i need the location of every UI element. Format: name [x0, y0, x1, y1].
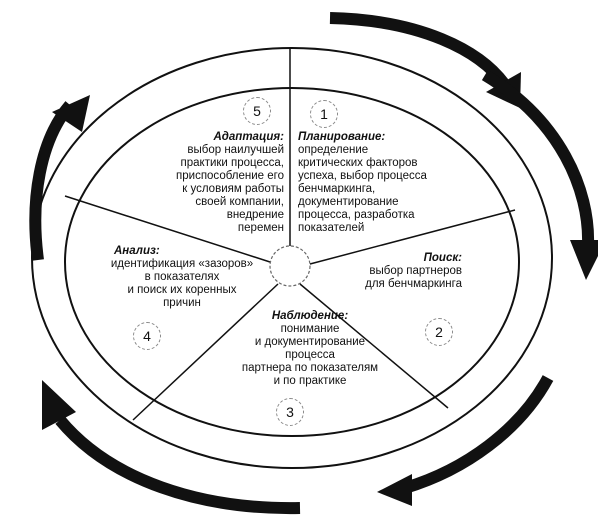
stage-observation-title: Наблюдение:: [271, 310, 349, 322]
spoke-right: [309, 209, 516, 265]
stage-analysis-title: Анализ:: [114, 245, 160, 257]
stage-adaptation-number: 5: [243, 97, 271, 125]
stage-adaptation-body: выбор наилучшей практики процесса, присп…: [176, 144, 284, 234]
stage-analysis-body: идентификация «зазоров» в показателях и …: [110, 258, 254, 309]
cycle-arrow-left: [29, 95, 90, 261]
stage-search-title: Поиск:: [423, 252, 462, 264]
cycle-arrow-bottom: [42, 380, 301, 515]
spoke-left: [64, 195, 271, 263]
cycle-arrow-right: [481, 69, 598, 280]
center-hub: [269, 245, 311, 287]
spoke-lower-right: [299, 283, 449, 409]
stage-adaptation-text: Адаптация: выбор наилучшей практики проц…: [148, 131, 284, 235]
stage-planning-text: Планирование: определение критических фа…: [298, 131, 468, 235]
stage-search-number: 2: [425, 318, 453, 346]
stage-planning-number: 1: [310, 100, 338, 128]
stage-analysis-text: Анализ: идентификация «зазоров» в показа…: [92, 245, 272, 310]
stage-planning-title: Планирование:: [298, 131, 386, 143]
stage-search-text: Поиск: выбор партнеров для бенчмаркинга: [340, 252, 462, 291]
stage-observation-body: понимание и документирование процесса па…: [241, 323, 379, 387]
stage-analysis-number: 4: [133, 322, 161, 350]
spoke-lower-left: [132, 283, 279, 421]
stage-observation-text: Наблюдение: понимание и документирование…: [230, 310, 390, 388]
cycle-arrow-top: [329, 12, 521, 108]
stage-planning-body: определение критических факторов успеха,…: [298, 144, 427, 234]
cycle-arrow-lower-right: [377, 375, 554, 506]
inner-ellipse: [64, 87, 520, 437]
stage-adaptation-title: Адаптация:: [213, 131, 284, 143]
stage-search-body: выбор партнеров для бенчмаркинга: [365, 265, 462, 290]
stage-observation-number: 3: [276, 398, 304, 426]
